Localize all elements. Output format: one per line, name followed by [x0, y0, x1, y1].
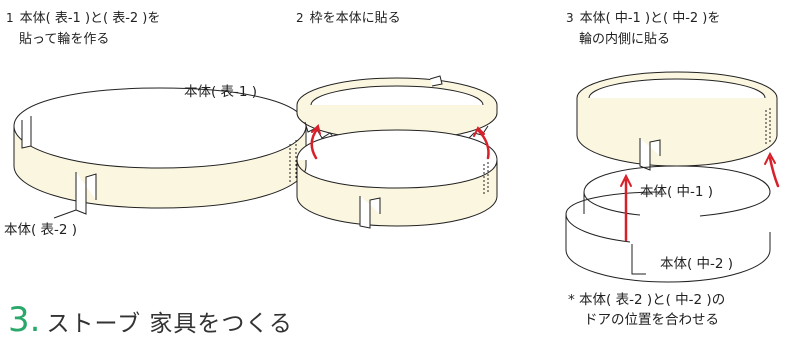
step3-mid1-band — [583, 165, 771, 217]
label-mid-1: 本体( 中-1 ) — [640, 184, 714, 200]
step3-ring — [576, 71, 778, 171]
red-arrows — [310, 124, 780, 242]
label-front-1: 本体( 表-1 ) — [184, 84, 258, 100]
step2-frame — [296, 75, 498, 229]
section-title: ストーブ 家具をつくる — [46, 311, 293, 337]
section-heading: 3.ストーブ 家具をつくる — [8, 300, 293, 340]
section-number: 3. — [8, 300, 41, 340]
label-mid-2: 本体( 中-2 ) — [660, 256, 734, 272]
step1-band — [13, 87, 306, 219]
alignment-note: * 本体( 表-2 )と( 中-2 )の ドアの位置を合わせる — [568, 292, 726, 328]
label-front-2: 本体( 表-2 ) — [4, 222, 78, 238]
step3-mid2-band — [565, 191, 771, 283]
